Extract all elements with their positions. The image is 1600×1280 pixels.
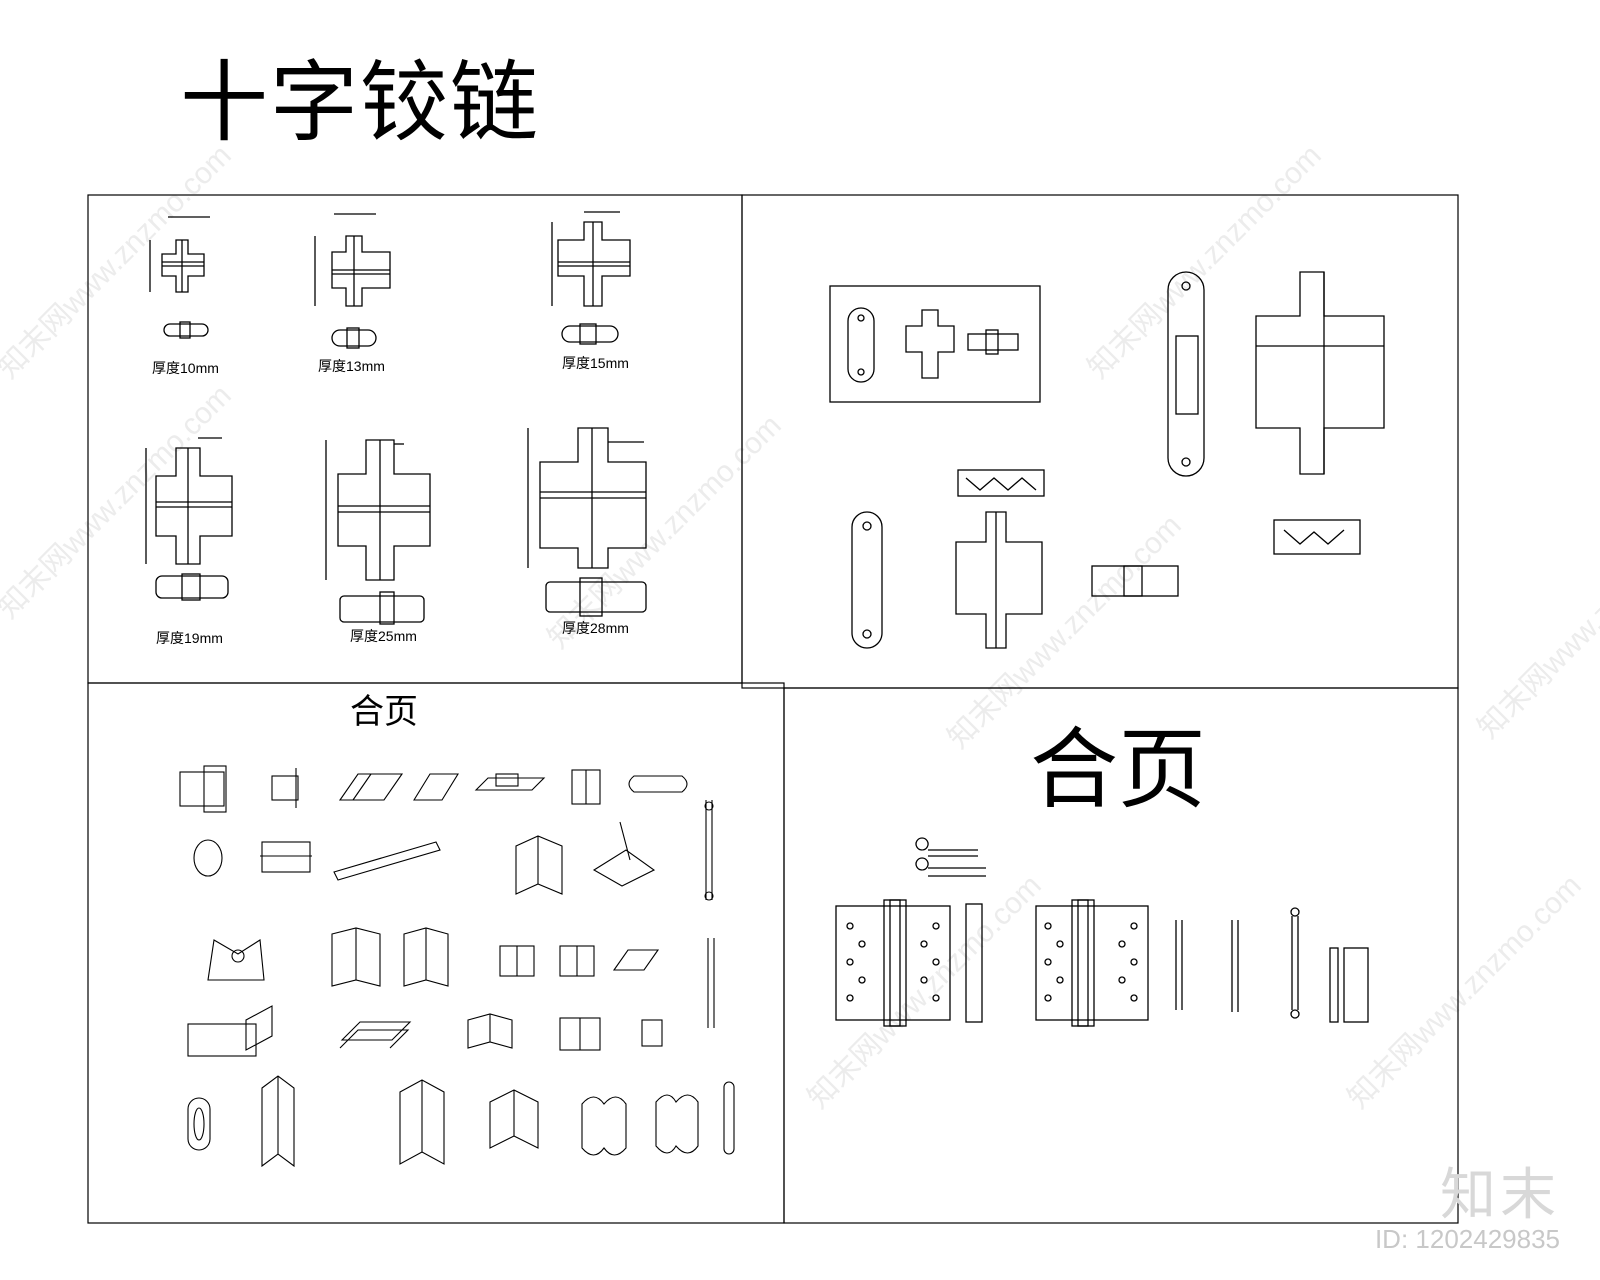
- svg-text:知末网www.znzmo.com: 知末网www.znzmo.com: [1082, 139, 1328, 385]
- cross-hinge-15mm: [551, 211, 631, 345]
- cross-hinge-10mm: [149, 216, 210, 339]
- hinge-section-title-small: 合页: [350, 692, 418, 732]
- hinge-catalog-drawings: [179, 765, 735, 1168]
- brand-logo: 知末: [1440, 1163, 1560, 1228]
- hinge-section-title-large: 合页: [1030, 718, 1207, 821]
- panel-hinge-catalog: [87, 682, 785, 1224]
- caption-thickness-28mm: 厚度28mm: [562, 620, 629, 636]
- image-id-label: ID: 1202429835: [1374, 1224, 1560, 1254]
- door-hinge-drawings: [835, 837, 1369, 1027]
- svg-text:知末网www.znzmo.com: 知末网www.znzmo.com: [1472, 499, 1600, 745]
- cross-hinge-19mm: [145, 437, 233, 601]
- panel-door-hinge: [783, 687, 1459, 1224]
- caption-thickness-15mm: 厚度15mm: [562, 355, 629, 371]
- svg-text:知末网www.znzmo.com: 知末网www.znzmo.com: [1342, 869, 1588, 1115]
- cross-hinge-detail-drawings: [829, 271, 1385, 649]
- cross-hinge-25mm: [325, 439, 431, 625]
- caption-thickness-19mm: 厚度19mm: [156, 630, 223, 646]
- watermark-layer: 知末网www.znzmo.com 知末网www.znzmo.com 知末网www…: [0, 139, 1600, 1115]
- caption-thickness-25mm: 厚度25mm: [350, 628, 417, 644]
- cross-hinge-13mm: [314, 213, 391, 349]
- page-title: 十字铰链: [180, 51, 541, 154]
- caption-thickness-13mm: 厚度13mm: [318, 358, 385, 374]
- caption-thickness-10mm: 厚度10mm: [152, 360, 219, 376]
- svg-text:知末网www.znzmo.com: 知末网www.znzmo.com: [942, 509, 1188, 755]
- cross-hinge-28mm: [527, 427, 647, 617]
- panel-frames: [87, 194, 1459, 1224]
